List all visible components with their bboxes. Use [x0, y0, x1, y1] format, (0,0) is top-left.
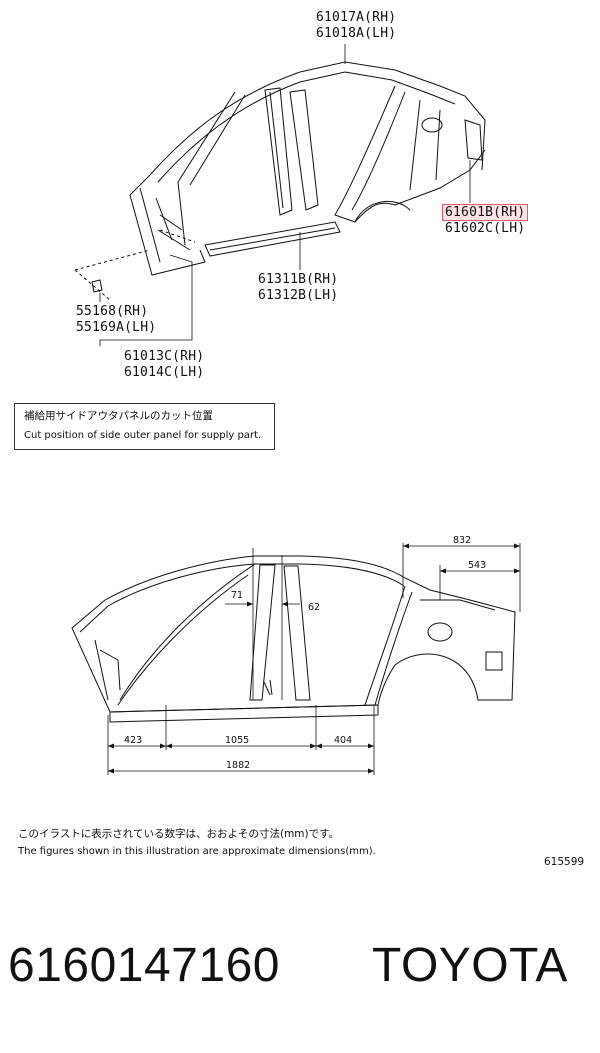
footnote-jp: このイラストに表示されている数字は、おおよその寸法(mm)です。	[18, 828, 340, 840]
label-61601-lh: 61602C(LH)	[445, 221, 526, 236]
dim-423: 423	[124, 735, 142, 746]
label-61017: 61017A(RH) 61018A(LH)	[316, 10, 396, 42]
label-61017-rh: 61017A(RH)	[316, 10, 397, 25]
label-61311-rh: 61311B(RH)	[258, 272, 339, 287]
rear-quarter	[334, 85, 486, 223]
label-61601-rh-highlighted: 61601B(RH)	[442, 204, 529, 221]
front-a-pillar	[129, 174, 206, 276]
dim-62: 62	[308, 602, 320, 613]
dim-404: 404	[334, 735, 352, 746]
brand-name: TOYOTA	[372, 939, 568, 992]
b-pillar-lower	[249, 564, 276, 701]
cut-position-note: 補給用サイドアウタパネルのカット位置 Cut position of side …	[14, 403, 275, 450]
dim-1055: 1055	[225, 735, 249, 746]
label-61013-lh: 61014C(LH)	[124, 365, 205, 380]
label-55168-lh: 55169A(LH)	[76, 320, 157, 335]
b-pillar	[264, 87, 293, 216]
label-61601: 61601B(RH) 61602C(LH)	[442, 204, 529, 237]
roof-rail	[149, 61, 486, 176]
footnote-en: The figures shown in this illustration a…	[18, 846, 376, 857]
cut-note-en: Cut position of side outer panel for sup…	[24, 430, 262, 441]
label-61017-lh: 61018A(LH)	[316, 26, 397, 41]
label-61311: 61311B(RH) 61312B(LH)	[258, 272, 338, 304]
upper-diagram	[74, 44, 486, 346]
cut-note-jp: 補給用サイドアウタパネルのカット位置	[24, 410, 213, 422]
label-55168-rh: 55168(RH)	[76, 304, 149, 319]
lower-diagram: 832 543 71 62 423 1055 404 1882	[71, 535, 521, 775]
label-55168: 55168(RH) 55169A(LH)	[76, 304, 156, 336]
dim-71: 71	[231, 590, 243, 601]
label-61013-rh: 61013C(RH)	[124, 349, 205, 364]
rocker-panel	[204, 221, 341, 257]
bracket-55168	[91, 279, 103, 293]
label-61311-lh: 61312B(LH)	[258, 288, 339, 303]
side-panel-outline	[71, 555, 516, 713]
dim-1882: 1882	[226, 760, 250, 771]
dim-832: 832	[453, 535, 471, 546]
dim-543: 543	[468, 560, 486, 571]
part-number: 6160147160	[8, 939, 280, 992]
reference-number: 615599	[544, 856, 585, 868]
label-61013: 61013C(RH) 61014C(LH)	[124, 349, 204, 381]
